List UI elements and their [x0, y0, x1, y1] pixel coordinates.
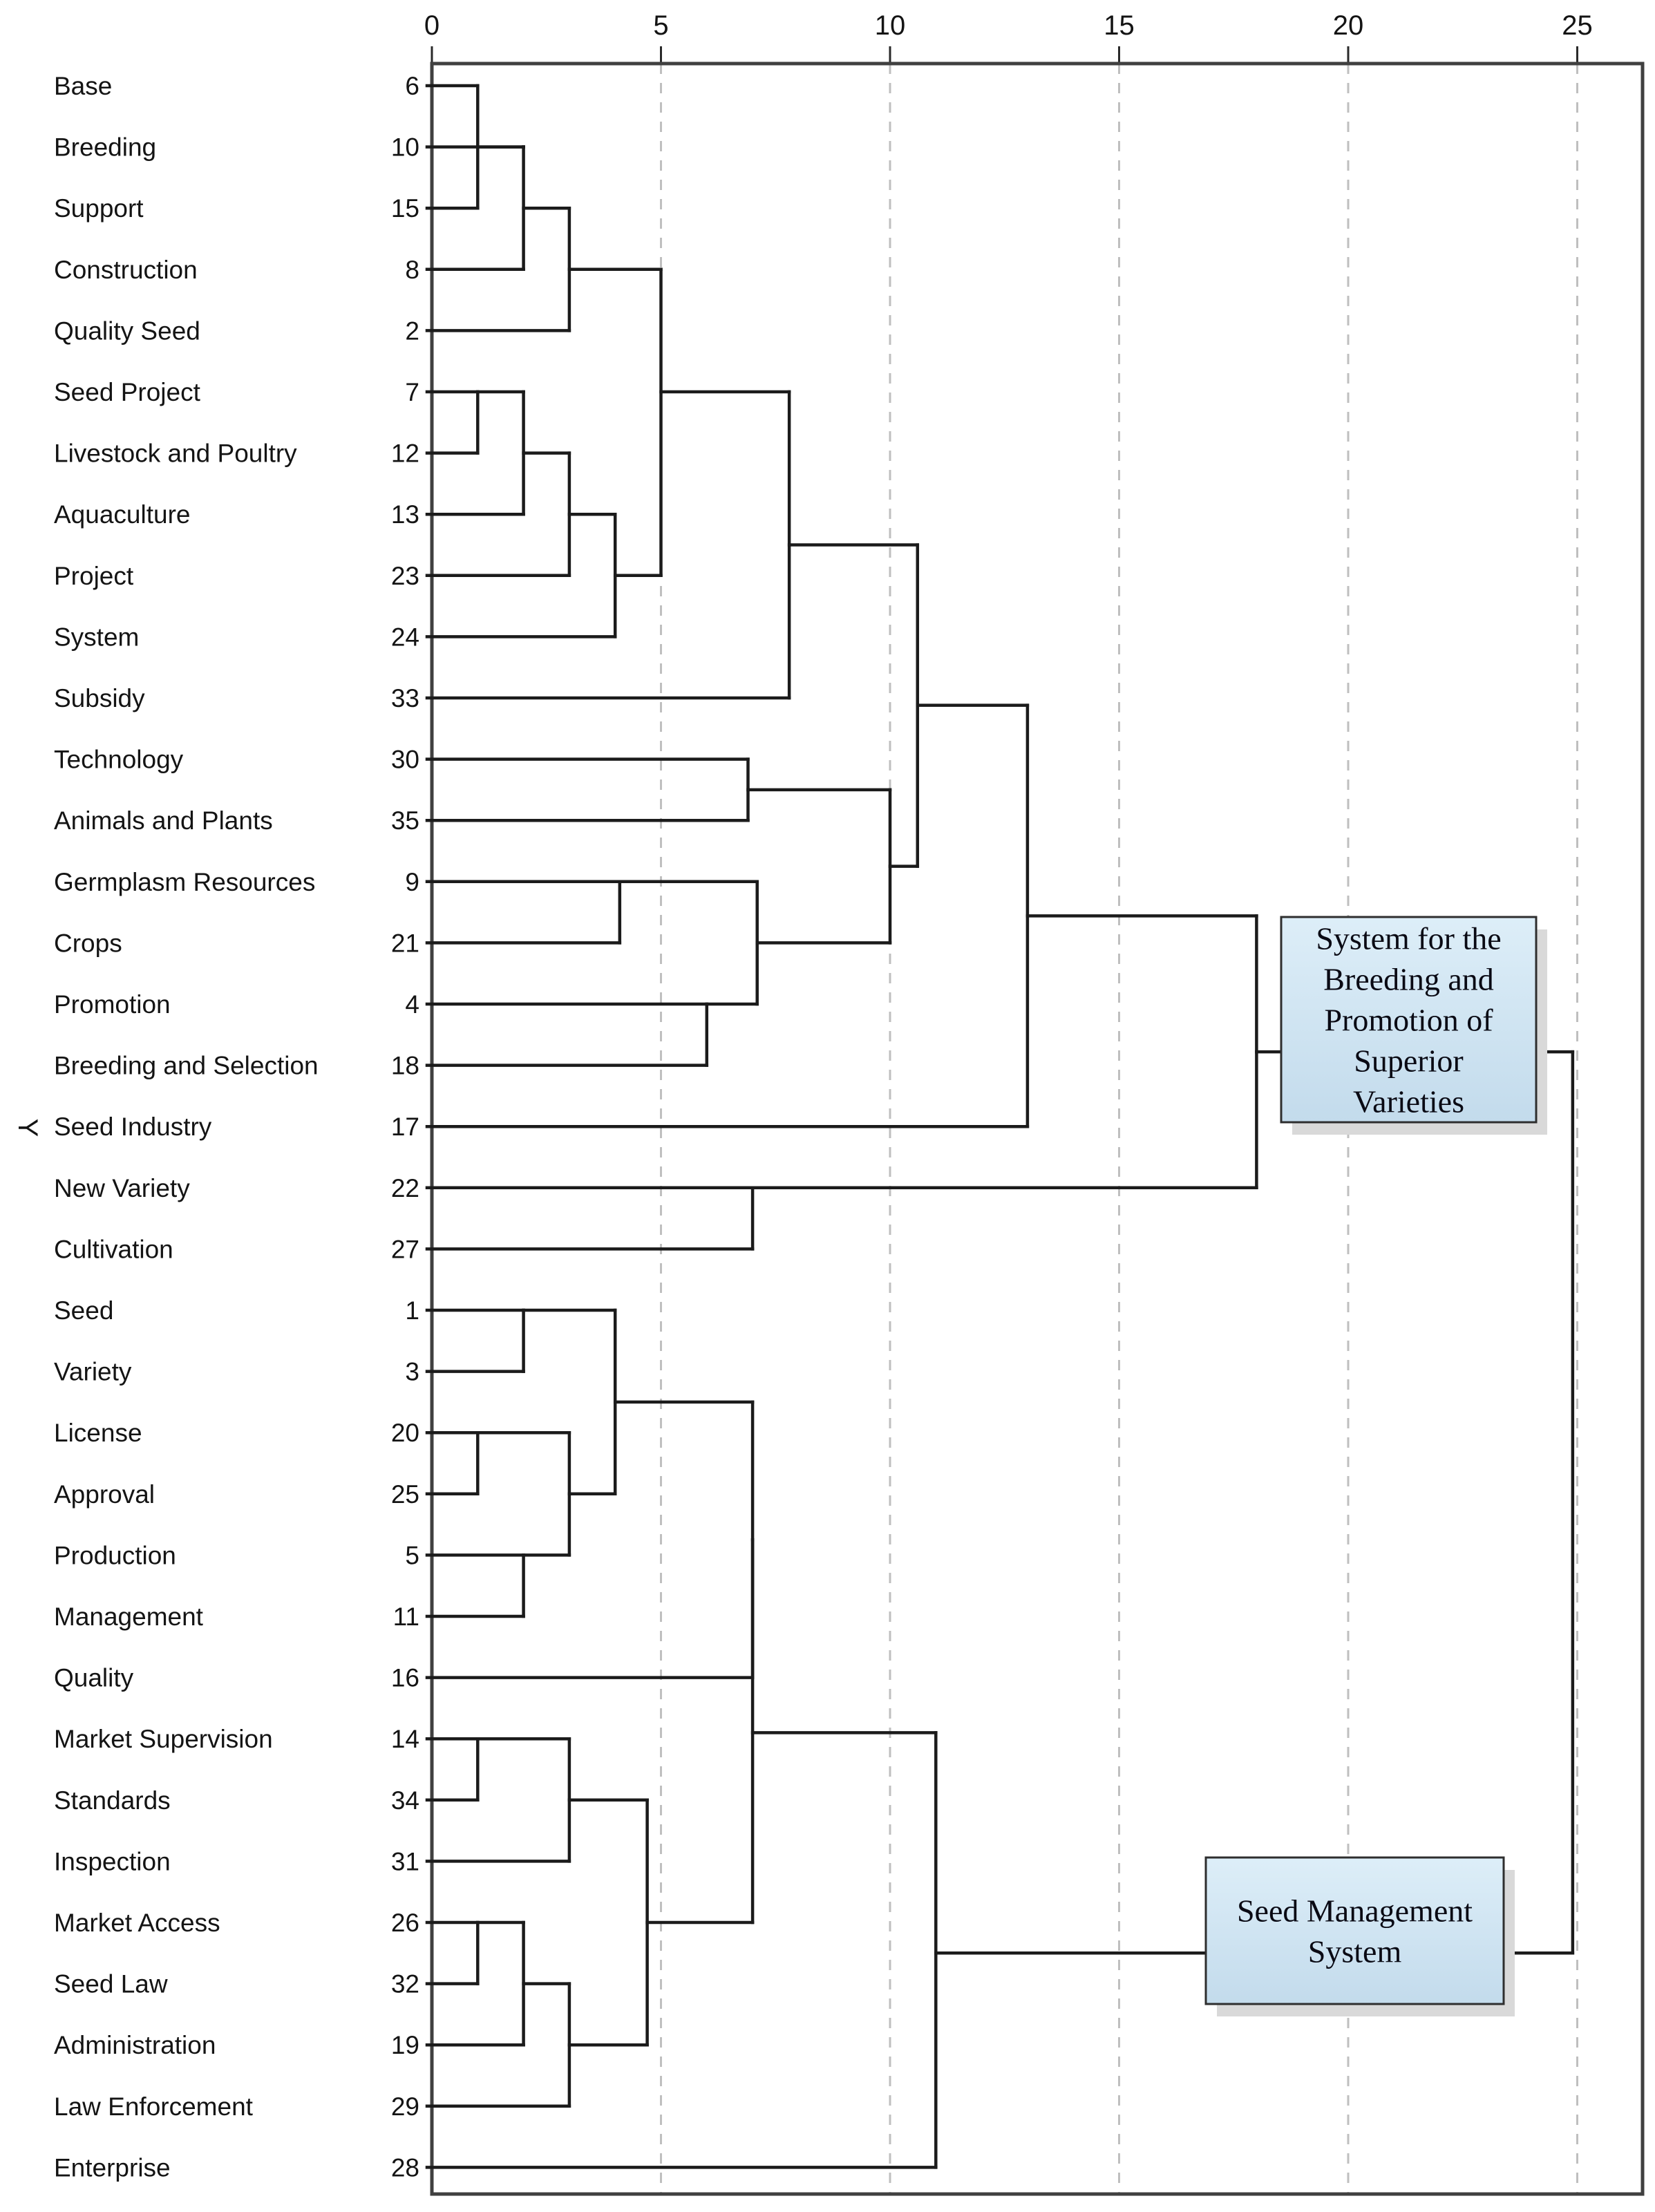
leaf-label: Variety — [54, 1358, 132, 1386]
leaf-label: New Variety — [54, 1174, 190, 1202]
leaf-case-number: 33 — [391, 684, 419, 712]
leaf-label: Law Enforcement — [54, 2092, 254, 2121]
leaf-label: Approval — [54, 1480, 155, 1509]
leaf-label: Promotion — [54, 990, 171, 1019]
leaf-case-number: 23 — [391, 562, 419, 590]
leaf-case-number: 27 — [391, 1235, 419, 1263]
leaf-label: Enterprise — [54, 2153, 171, 2182]
leaf-case-number: 5 — [405, 1541, 419, 1569]
leaf-label: Standards — [54, 1786, 171, 1815]
leaf-case-number: 34 — [391, 1786, 419, 1815]
leaf-label: Production — [54, 1541, 176, 1569]
cluster-box-2 — [1204, 1856, 1505, 2005]
leaf-case-number: 11 — [393, 1603, 419, 1631]
leaf-label: Subsidy — [54, 684, 145, 712]
leaf-case-number: 28 — [391, 2153, 419, 2182]
cluster-box-2-text-line: Seed Management — [1237, 1893, 1473, 1929]
leaf-case-number: 35 — [391, 806, 419, 835]
leaf-label: Technology — [54, 746, 184, 774]
leaf-label: Crops — [54, 929, 122, 957]
leaf-label: Cultivation — [54, 1235, 173, 1263]
leaf-label: Construction — [54, 256, 198, 284]
leaf-case-number: 29 — [391, 2092, 419, 2121]
leaf-label: Animals and Plants — [54, 806, 273, 835]
leaf-case-number: 31 — [391, 1847, 419, 1875]
leaf-case-number: 12 — [391, 439, 419, 468]
leaf-case-number: 14 — [391, 1725, 419, 1753]
leaf-label: License — [54, 1419, 142, 1447]
leaf-label: Quality — [54, 1664, 134, 1692]
cluster-box-2-text-line: System — [1308, 1934, 1402, 1969]
x-axis-tick-label: 0 — [424, 10, 439, 41]
leaf-case-number: 30 — [391, 746, 419, 774]
x-axis-tick-label: 20 — [1333, 10, 1364, 41]
leaf-case-number: 9 — [405, 868, 419, 896]
leaf-label: Breeding and Selection — [54, 1052, 319, 1080]
leaf-label: Base — [54, 72, 112, 100]
leaf-label: Project — [54, 562, 134, 590]
x-axis-tick-label: 15 — [1104, 10, 1135, 41]
leaf-case-number: 18 — [391, 1052, 419, 1080]
leaf-case-number: 19 — [391, 2031, 419, 2059]
cluster-box-1 — [1280, 916, 1538, 1124]
leaf-case-number: 25 — [391, 1480, 419, 1509]
leaf-case-number: 20 — [391, 1419, 419, 1447]
cluster-box-1-text-line: Promotion of — [1324, 1003, 1493, 1038]
leaf-label: Seed Industry — [54, 1113, 212, 1141]
leaf-label: Livestock and Poultry — [54, 439, 297, 468]
leaf-case-number: 1 — [405, 1296, 419, 1325]
cluster-box-1-text-line: Varieties — [1353, 1084, 1464, 1119]
y-axis-title: Y — [12, 1119, 43, 1137]
leaf-label: Inspection — [54, 1847, 171, 1875]
leaf-case-number: 21 — [391, 929, 419, 957]
leaf-label: Market Access — [54, 1909, 220, 1937]
leaf-case-number: 2 — [405, 316, 419, 345]
x-axis-tick-label: 5 — [653, 10, 668, 41]
leaf-label: Management — [54, 1603, 204, 1631]
leaf-case-number: 15 — [391, 194, 419, 223]
x-axis-tick-label: 10 — [875, 10, 906, 41]
leaf-case-number: 4 — [405, 990, 419, 1019]
leaf-case-number: 6 — [405, 72, 419, 100]
cluster-box-1-text-line: Breeding and — [1323, 962, 1494, 997]
leaf-label: Seed Law — [54, 1970, 168, 1998]
cluster-box-1-text-line: System for the — [1316, 921, 1501, 956]
leaf-case-number: 13 — [391, 500, 419, 529]
leaf-label: Seed — [54, 1296, 113, 1325]
leaf-case-number: 24 — [391, 623, 419, 651]
leaf-case-number: 8 — [405, 256, 419, 284]
leaf-case-number: 7 — [405, 378, 419, 406]
leaf-label: Quality Seed — [54, 316, 200, 345]
leaf-label: Administration — [54, 2031, 216, 2059]
leaf-label: Support — [54, 194, 144, 223]
leaf-label: System — [54, 623, 139, 651]
leaf-case-number: 3 — [405, 1358, 419, 1386]
plot-frame — [430, 62, 1645, 2196]
leaf-case-number: 22 — [391, 1174, 419, 1202]
leaf-case-number: 16 — [391, 1664, 419, 1692]
x-axis-tick-label: 25 — [1562, 10, 1593, 41]
leaf-case-number: 26 — [391, 1909, 419, 1937]
leaf-case-number: 32 — [391, 1970, 419, 1998]
leaf-label: Seed Project — [54, 378, 201, 406]
leaf-case-number: 10 — [391, 133, 419, 162]
cluster-box-1-text-line: Superior — [1354, 1043, 1463, 1079]
leaf-label: Breeding — [54, 133, 156, 162]
leaf-case-number: 17 — [391, 1113, 419, 1141]
leaf-label: Aquaculture — [54, 500, 190, 529]
leaf-label: Germplasm Resources — [54, 868, 315, 896]
leaf-label: Market Supervision — [54, 1725, 273, 1753]
